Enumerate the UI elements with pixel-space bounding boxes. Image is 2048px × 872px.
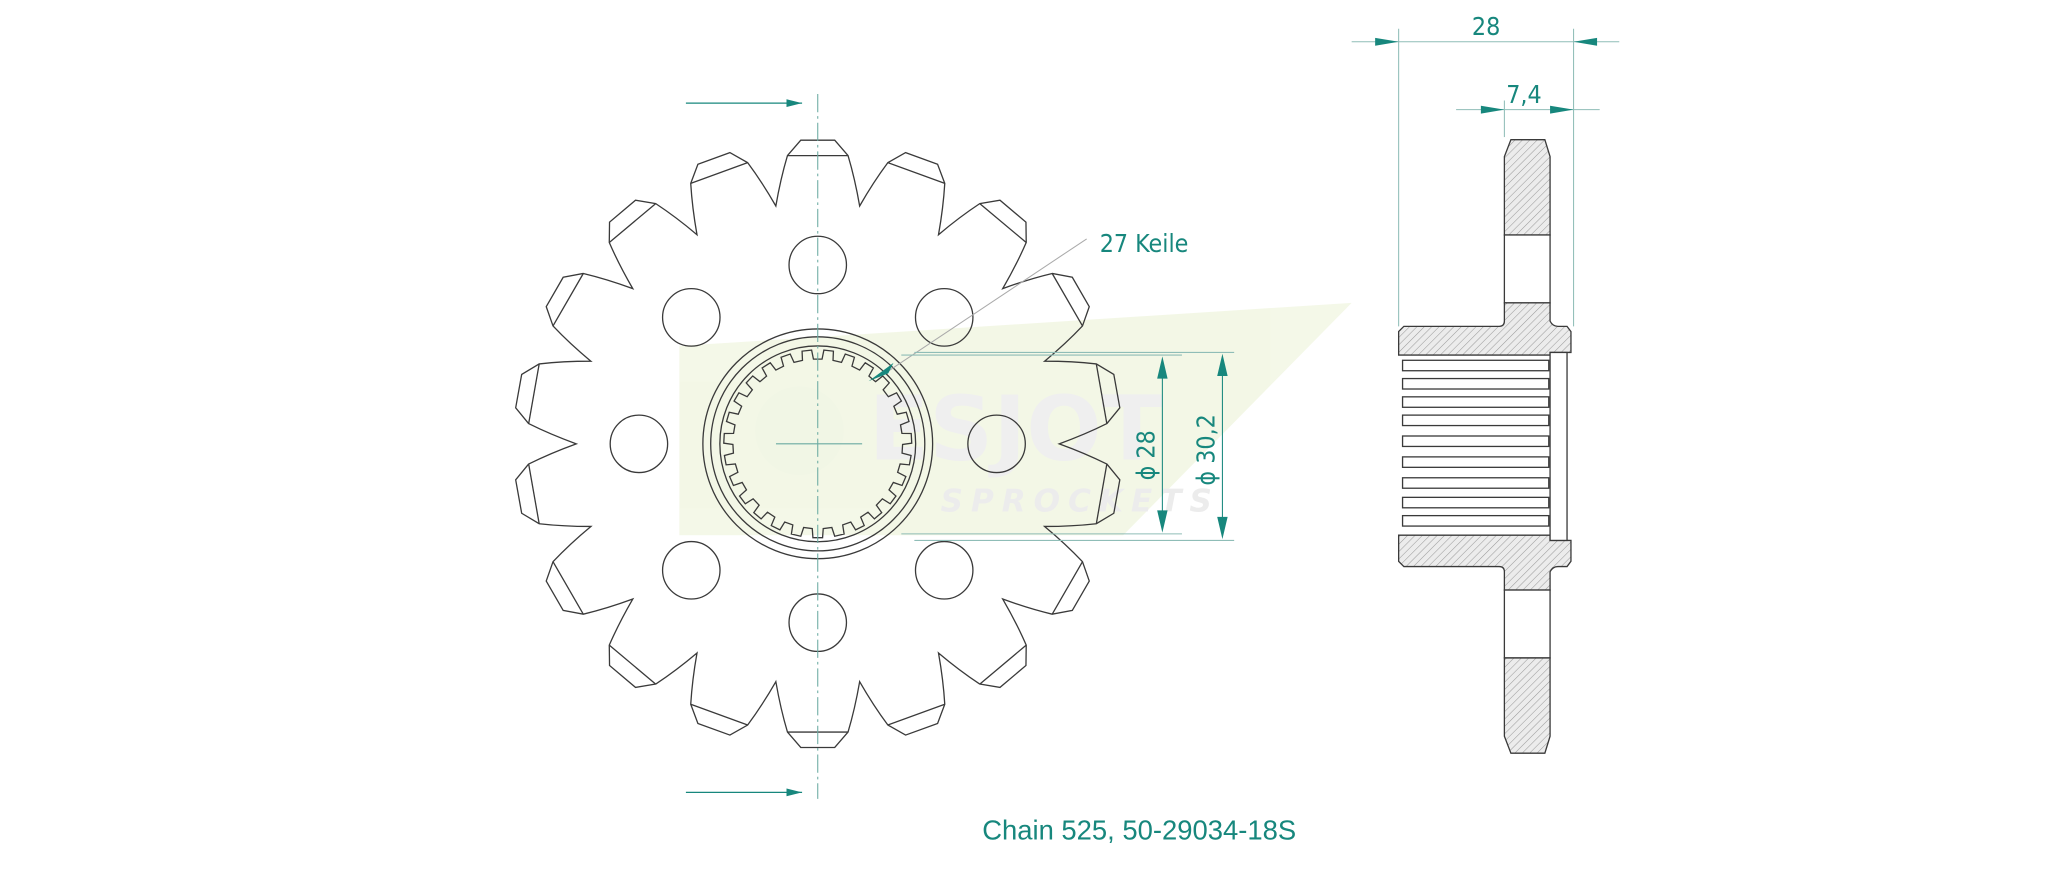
section-arrows bbox=[685, 99, 803, 797]
tooth-chamfer-line bbox=[1051, 273, 1084, 327]
part-caption: Chain 525, 50-29034-18S bbox=[982, 814, 1296, 845]
bore-spline-groove bbox=[1401, 435, 1550, 448]
bore-spline-groove bbox=[1401, 477, 1550, 489]
total-width-dimension: 28 bbox=[1472, 12, 1500, 41]
diameter-dimensions bbox=[901, 351, 1235, 541]
tooth-chamfer-line bbox=[690, 703, 748, 726]
tooth-chamfer-line bbox=[1095, 463, 1108, 524]
tooth-chamfer-line bbox=[1095, 363, 1108, 424]
lightening-hole bbox=[914, 288, 974, 347]
outer-diameter-dimension: ϕ 30,2 bbox=[1192, 414, 1221, 485]
lightening-hole bbox=[609, 414, 669, 474]
lightening-holes bbox=[609, 235, 1026, 653]
watermark-text: ESJOT bbox=[869, 377, 1163, 480]
tooth-chamfer-line bbox=[552, 561, 584, 615]
tooth-chamfer-line bbox=[1051, 561, 1084, 615]
section-plate-top bbox=[1503, 139, 1551, 236]
tooth-chamfer-line bbox=[887, 703, 946, 726]
lightening-hole bbox=[788, 235, 848, 295]
lightening-hole bbox=[967, 414, 1026, 474]
tooth-chamfer-line bbox=[887, 162, 946, 184]
bore-spline-groove bbox=[1401, 496, 1550, 509]
tooth-chamfer-line bbox=[979, 644, 1027, 685]
tooth-chamfer-line bbox=[608, 644, 657, 685]
spline-teeth bbox=[723, 349, 913, 539]
spline-callout: 27 Keile bbox=[868, 229, 1189, 382]
plate-tooth-gap-top bbox=[1503, 234, 1551, 304]
tooth-chamfer-line bbox=[608, 203, 657, 244]
bore-spline-groove bbox=[1401, 514, 1550, 527]
tooth-chamfer-line bbox=[552, 273, 584, 327]
centerlines bbox=[775, 93, 863, 799]
bore-splines bbox=[1401, 359, 1550, 527]
sprocket-side-view bbox=[1397, 139, 1572, 754]
bore-spline-groove bbox=[1401, 396, 1550, 408]
tooth-chamfer-line bbox=[979, 203, 1027, 244]
section-hub-bottom bbox=[1397, 534, 1572, 591]
tooth-chamfer-line bbox=[690, 162, 748, 184]
tooth-chamfer-line bbox=[528, 363, 540, 424]
watermark-subtext: SPROCKETS bbox=[940, 484, 1219, 520]
lightening-hole bbox=[914, 540, 974, 600]
inner-diameter-dimension: ϕ 28 bbox=[1132, 430, 1161, 480]
watermark-logo: ESJOT SPROCKETS bbox=[679, 302, 1352, 536]
plate-tooth-gap-bottom bbox=[1503, 589, 1551, 659]
bore-spline-groove bbox=[1401, 456, 1550, 468]
bore-spline-groove bbox=[1401, 414, 1550, 427]
width-dimensions bbox=[1351, 28, 1620, 327]
tooth-chamfer-line bbox=[528, 463, 540, 524]
bore-recess bbox=[1549, 351, 1568, 542]
plate-width-dimension: 7,4 bbox=[1506, 80, 1541, 109]
spline-count-label: 27 Keile bbox=[1100, 229, 1189, 258]
lightening-hole bbox=[661, 540, 721, 600]
section-hub-top bbox=[1397, 302, 1572, 356]
bore-spline-groove bbox=[1401, 377, 1550, 390]
section-plate-bottom bbox=[1503, 657, 1551, 754]
bore-spline-groove bbox=[1401, 359, 1550, 372]
lightening-hole bbox=[661, 288, 721, 347]
